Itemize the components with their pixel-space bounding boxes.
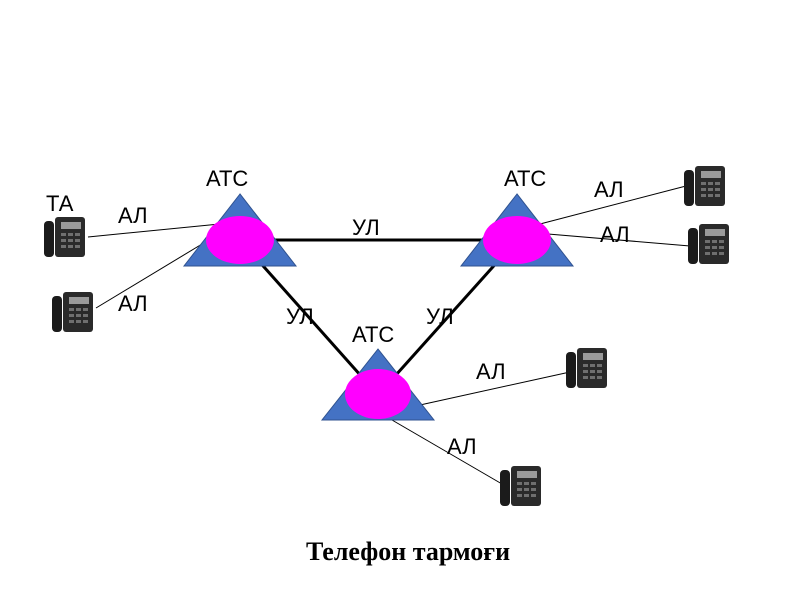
telephone-icon: [500, 466, 541, 506]
telephone-icon: [684, 166, 725, 206]
subscriber-line-label: АЛ: [600, 222, 630, 247]
subscriber-line: [391, 419, 503, 485]
subscriber-line-label: АЛ: [476, 359, 506, 384]
subscriber-line-label: АЛ: [118, 203, 148, 228]
telephone-icon: [566, 348, 607, 388]
subscriber-line-label: АЛ: [447, 434, 477, 459]
subscriber-line: [95, 237, 213, 309]
telephone-icon: [44, 217, 85, 257]
subscriber-line-label: АЛ: [118, 291, 148, 316]
telephone-icon: [52, 292, 93, 332]
trunk-line-label: УЛ: [286, 304, 314, 329]
exchange-label: АТС: [206, 166, 248, 191]
exchange-label: АТС: [504, 166, 546, 191]
exchange-node-right: [459, 193, 575, 267]
exchange-node-left: [182, 193, 298, 267]
telephone-icon: [688, 224, 729, 264]
trunk-line-label: УЛ: [426, 304, 454, 329]
exchange-node-bottom: [320, 348, 436, 421]
subscriber-line: [547, 233, 691, 247]
trunk-line-label: УЛ: [352, 215, 380, 240]
subscriber-line: [539, 185, 687, 225]
subscriber-line: [419, 371, 571, 406]
diagram-caption: Телефон тармоғи: [306, 537, 510, 566]
subscriber-line-label: АЛ: [594, 177, 624, 202]
terminal-label: ТА: [46, 191, 74, 216]
exchange-label: АТС: [352, 322, 394, 347]
